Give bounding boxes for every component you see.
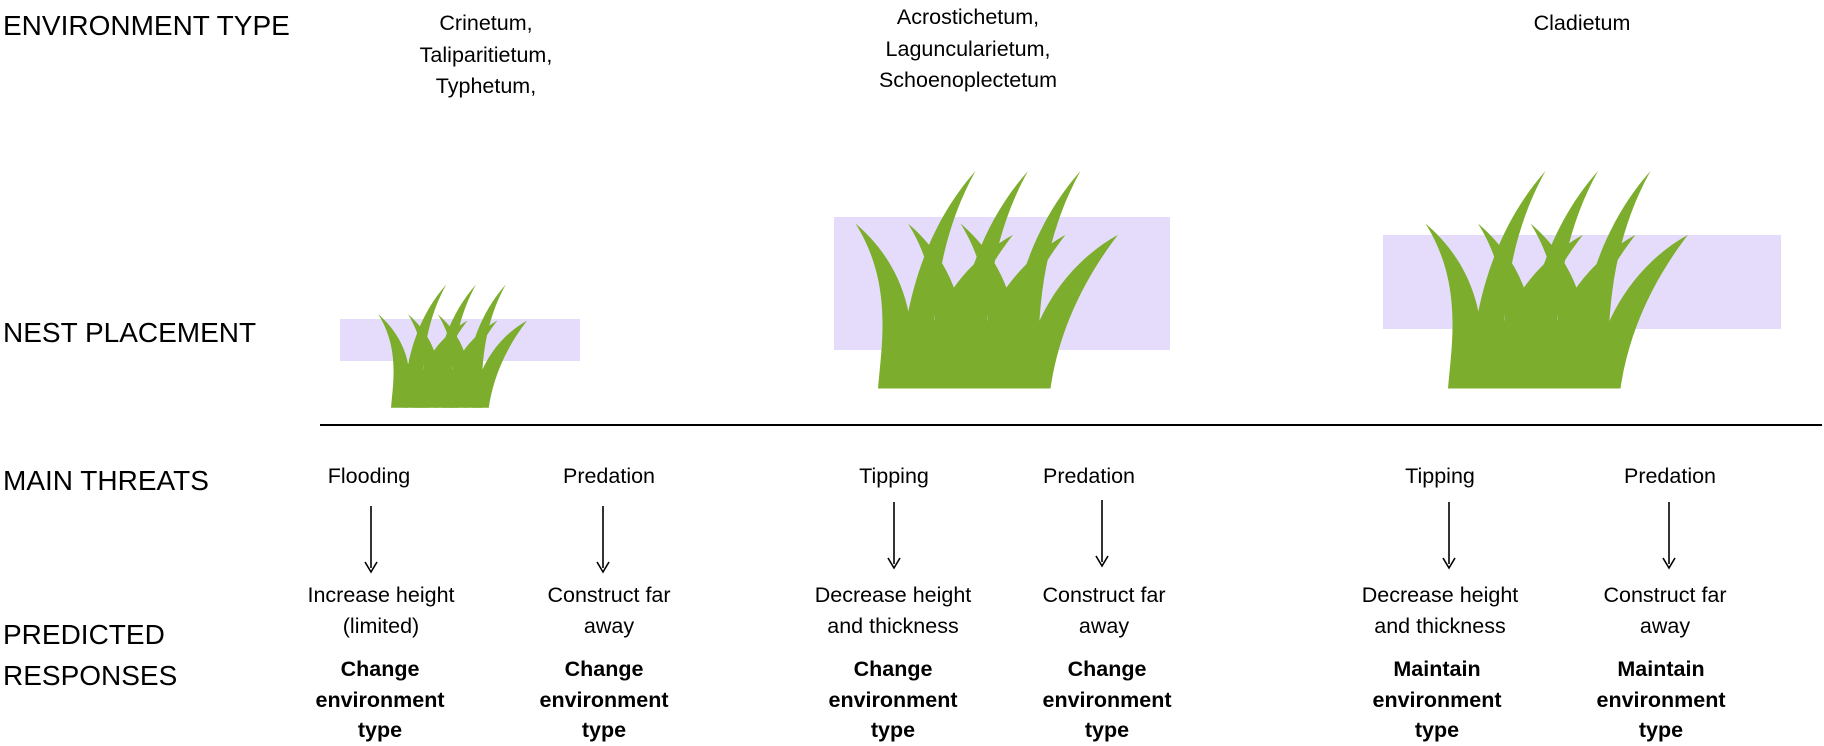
threat-label: Predation (1042, 464, 1136, 488)
response-outcome-line: type (1638, 718, 1684, 742)
down-arrow-icon (595, 506, 611, 574)
down-arrow-icon (886, 502, 902, 570)
predicted-response-line: and thickness (1374, 613, 1506, 638)
down-arrow-icon (363, 506, 379, 574)
response-outcome-line: type (1414, 718, 1460, 742)
environment-type-2-line: Laguncularietum, (885, 36, 1051, 61)
row-label-main-threats: MAIN THREATS (3, 465, 209, 496)
threat-label: Flooding (327, 464, 411, 488)
response-outcome: Maintain environment type (1596, 654, 1725, 746)
threat-label: Tipping (859, 464, 929, 488)
grass-small-icon (378, 284, 527, 408)
response-outcome-line: Maintain (1617, 657, 1705, 681)
row-label-predicted-responses-line2: RESPONSES (3, 660, 178, 691)
response-outcome-line: Change (564, 657, 644, 681)
predicted-response: Construct far away (547, 580, 670, 641)
response-outcome-line: environment (1596, 687, 1726, 712)
predicted-response: Construct far away (1042, 580, 1165, 641)
threat-label: Predation (562, 464, 656, 488)
predicted-response-line: Construct far (547, 583, 671, 607)
predicted-response: Decrease height and thickness (1362, 580, 1519, 641)
response-outcome-line: type (357, 718, 403, 742)
grass-large-icon (1425, 171, 1688, 389)
environment-type-1-line: Taliparitietum, (419, 42, 553, 67)
predicted-response-line: Increase height (307, 583, 455, 607)
response-outcome: Maintain environment type (1372, 654, 1501, 746)
row-label-nest-placement: NEST PLACEMENT (3, 317, 257, 348)
predicted-response: Construct far away (1603, 580, 1726, 641)
response-outcome-line: Change (853, 657, 933, 681)
predicted-response-line: and thickness (827, 613, 959, 638)
environment-type-3: Cladietum (1534, 8, 1631, 40)
row-label-predicted-responses-line1: PREDICTED (3, 619, 165, 650)
response-outcome-line: type (1084, 718, 1130, 742)
response-outcome-line: Change (340, 657, 420, 681)
row-label-environment-type: ENVIRONMENT TYPE (3, 10, 290, 41)
response-outcome: Change environment type (539, 654, 668, 746)
response-outcome-line: environment (1042, 687, 1172, 712)
environment-type-1: Crinetum, Taliparitietum, Typhetum, (420, 8, 553, 103)
response-outcome-line: type (870, 718, 916, 742)
response-outcome-line: Change (1067, 657, 1147, 681)
grass-large-icon (855, 171, 1118, 389)
predicted-response-line: Construct far (1042, 583, 1166, 607)
environment-type-2: Acrostichetum, Laguncularietum, Schoenop… (879, 2, 1057, 97)
environment-type-1-line: Crinetum, (439, 11, 533, 35)
predicted-response-line: away (1078, 613, 1130, 638)
environment-type-2-line: Schoenoplectetum (878, 68, 1058, 92)
response-outcome-line: environment (315, 687, 445, 712)
response-outcome-line: type (581, 718, 627, 742)
environment-type-1-line: Typhetum, (435, 74, 537, 98)
environment-type-2-line: Acrostichetum, (896, 5, 1040, 29)
threat-label: Predation (1623, 464, 1717, 488)
predicted-response-line: Construct far (1603, 583, 1727, 607)
down-arrow-icon (1661, 502, 1677, 570)
ground-line (320, 424, 1822, 426)
predicted-response-line: Decrease height (814, 583, 972, 607)
down-arrow-icon (1441, 502, 1457, 570)
predicted-response-line: away (1639, 613, 1691, 638)
predicted-response-line: Decrease height (1361, 583, 1519, 607)
response-outcome-line: environment (828, 687, 958, 712)
response-outcome-line: Maintain (1393, 657, 1481, 681)
predicted-response: Decrease height and thickness (815, 580, 972, 641)
down-arrow-icon (1094, 500, 1110, 568)
response-outcome-line: environment (1372, 687, 1502, 712)
threat-label: Tipping (1405, 464, 1475, 488)
environment-type-3-line: Cladietum (1533, 11, 1631, 35)
predicted-response-line: (limited) (342, 613, 420, 638)
response-outcome: Change environment type (828, 654, 957, 746)
predicted-response-line: away (583, 613, 635, 638)
response-outcome-line: environment (539, 687, 669, 712)
predicted-response: Increase height (limited) (307, 580, 454, 641)
response-outcome: Change environment type (1042, 654, 1171, 746)
response-outcome: Change environment type (315, 654, 444, 746)
